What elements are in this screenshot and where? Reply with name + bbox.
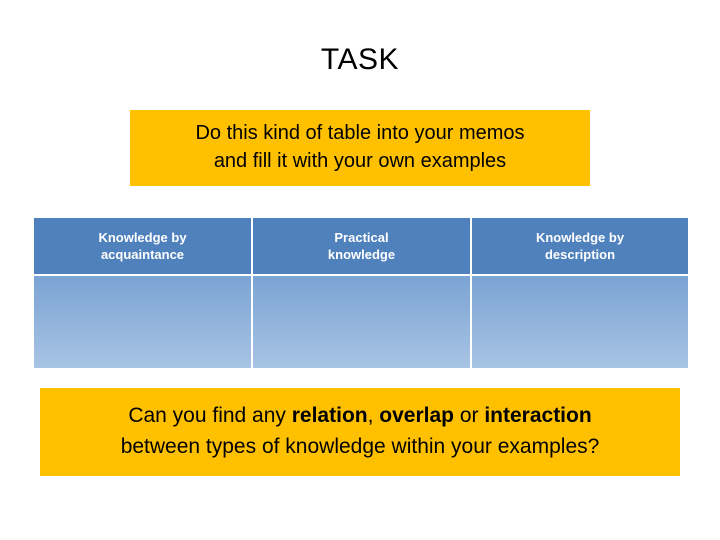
instruction-line-2: and fill it with your own examples: [213, 150, 507, 172]
question-text-1: Can you find any: [128, 404, 292, 427]
question-bold-relation: relation: [291, 404, 368, 427]
header-line-2: description: [544, 247, 616, 262]
header-line-1: Knowledge by: [535, 230, 625, 245]
table-cell-practical[interactable]: [251, 274, 472, 370]
header-line-1: Practical: [334, 230, 389, 245]
header-line-1: Knowledge by: [98, 230, 187, 245]
page-title: TASK: [320, 43, 400, 76]
table-cell-acquaintance[interactable]: [32, 274, 253, 370]
question-line-1: Can you find any relation, overlap or in…: [50, 400, 670, 431]
instruction-line-1: Do this kind of table into your memos: [195, 122, 525, 144]
question-line-2: between types of knowledge within your e…: [120, 435, 600, 458]
header-line-2: acquaintance: [100, 247, 185, 262]
table-row: [32, 274, 690, 370]
question-text-2: ,: [367, 404, 380, 427]
table-header-knowledge-by-acquaintance: Knowledge by acquaintance: [32, 216, 253, 276]
question-banner: Can you find any relation, overlap or in…: [40, 388, 680, 476]
instruction-banner: Do this kind of table into your memos an…: [130, 110, 590, 186]
table-header-practical-knowledge: Practical knowledge: [251, 216, 472, 276]
header-line-2: knowledge: [327, 247, 396, 262]
question-bold-overlap: overlap: [379, 404, 454, 427]
table-cell-description[interactable]: [470, 274, 690, 370]
knowledge-table: Knowledge by acquaintance Practical know…: [32, 216, 690, 370]
table-header-knowledge-by-description: Knowledge by description: [470, 216, 690, 276]
question-text-3: or: [453, 404, 485, 427]
question-bold-interaction: interaction: [484, 404, 592, 427]
table-header-row: Knowledge by acquaintance Practical know…: [32, 216, 690, 276]
